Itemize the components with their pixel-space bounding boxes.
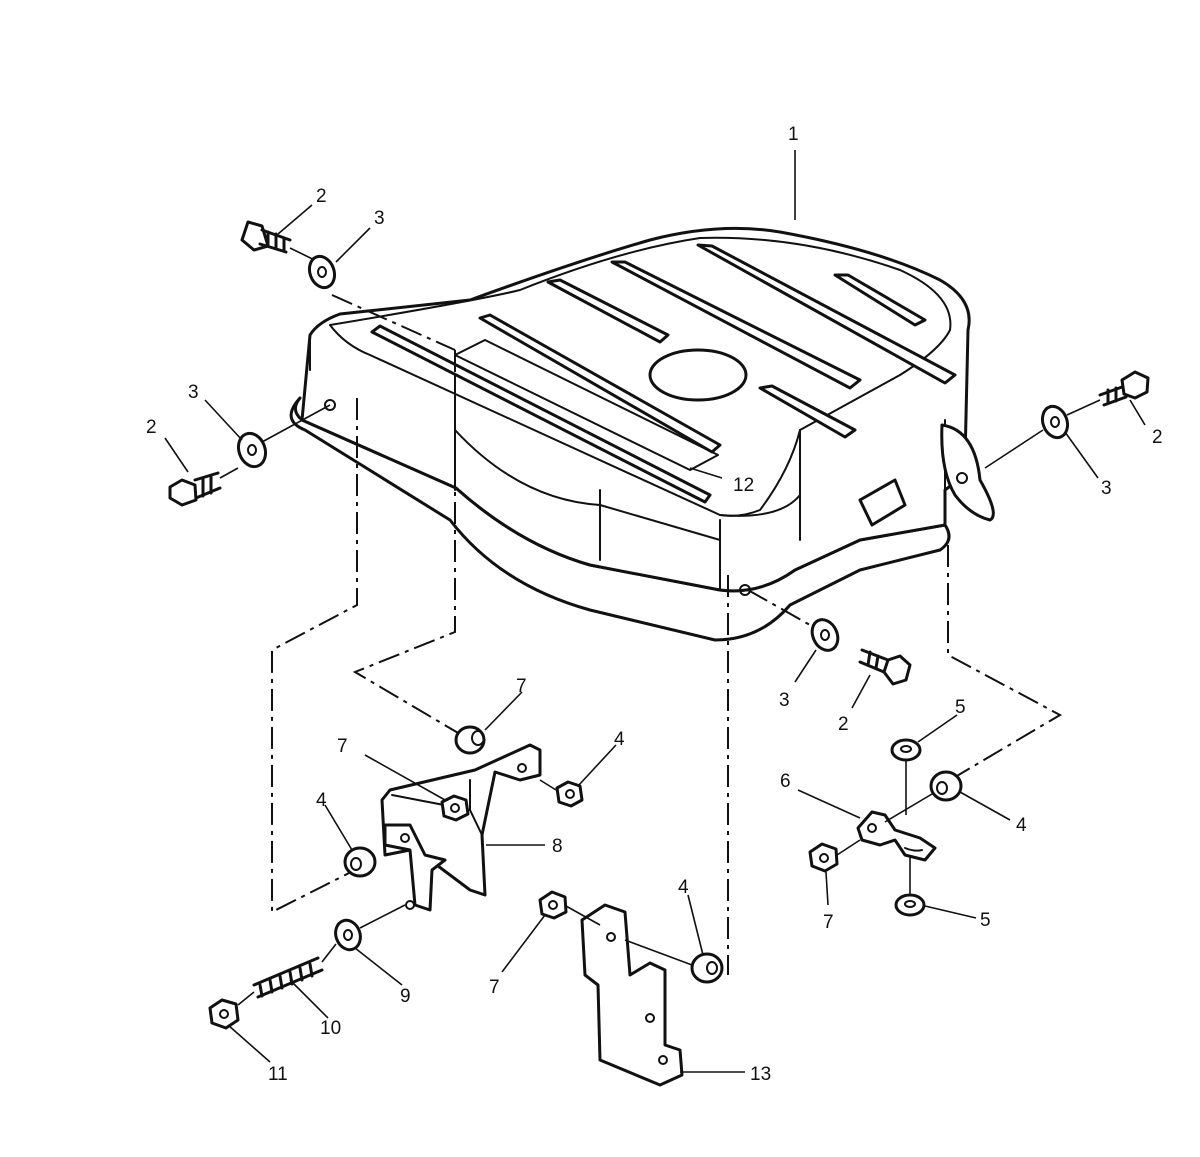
washer-5-top	[890, 738, 922, 762]
washer-lower-hole	[820, 629, 830, 641]
callout-7-right: 7	[823, 912, 834, 933]
callout-1: 1	[788, 124, 799, 145]
leader-lines	[164, 150, 1146, 1073]
washer-5-bottom-hole	[904, 900, 916, 908]
callout-10: 10	[320, 1018, 341, 1039]
washer-right-hole	[1050, 416, 1060, 428]
spacer-13	[624, 939, 724, 984]
callout-7-top: 7	[516, 676, 527, 697]
callout-4-right: 4	[1016, 815, 1027, 836]
spacer-top	[454, 725, 486, 755]
callout-4-left: 4	[316, 790, 327, 811]
bolt-left	[168, 471, 222, 507]
callout-7-bracket: 7	[337, 736, 348, 757]
belt-cover	[289, 226, 995, 642]
spacer-right	[884, 770, 963, 823]
washer-5-bottom	[894, 893, 926, 917]
callout-9: 9	[400, 986, 411, 1007]
callout-6: 6	[780, 771, 791, 792]
washer-lower	[810, 618, 840, 652]
washer-9	[334, 918, 362, 952]
bracket-6	[856, 810, 937, 862]
assembly-lines	[271, 294, 1063, 975]
nut-right	[808, 839, 861, 873]
callout-8: 8	[552, 836, 563, 857]
callout-4-13: 4	[678, 877, 689, 898]
bolt-lower	[858, 648, 912, 686]
nut-11	[208, 991, 255, 1030]
callout-3-left: 3	[188, 382, 199, 403]
callout-13: 13	[750, 1064, 771, 1085]
callout-3-right: 3	[1101, 478, 1112, 499]
callout-12: 12	[733, 475, 754, 496]
callout-5-bottom: 5	[980, 910, 991, 931]
callout-2-right: 2	[1152, 427, 1163, 448]
spacer-left	[343, 846, 377, 878]
callout-3-lower: 3	[779, 690, 790, 711]
washer-9-hole	[343, 929, 353, 941]
callout-4-bracket-right: 4	[614, 729, 625, 750]
nut-13	[538, 890, 601, 926]
callout-11: 11	[268, 1064, 288, 1085]
callout-2-left: 2	[146, 417, 157, 438]
callout-5-top: 5	[955, 697, 966, 718]
washer-top-left-hole	[317, 266, 327, 278]
washer-5-top-hole	[900, 745, 912, 753]
callout-3-top-left: 3	[374, 208, 385, 229]
nut-bracket-right	[539, 779, 584, 808]
washer-top-left	[307, 254, 337, 290]
bracket-8	[380, 743, 542, 912]
washer-left	[236, 431, 268, 469]
bolt-right	[1098, 370, 1150, 407]
nut-bracket	[440, 794, 470, 822]
washer-left-hole	[247, 444, 257, 456]
callout-labels: 1 2 3 3 2 2 3 12 3 2 7 7 4 4 8 9 10 11 7…	[146, 124, 1163, 1085]
bracket-13	[580, 903, 684, 1087]
callout-2-top-left: 2	[316, 186, 327, 207]
callout-2-lower: 2	[838, 714, 849, 735]
washer-right	[1040, 404, 1070, 440]
stud-10	[252, 943, 337, 999]
callout-7-13: 7	[489, 977, 500, 998]
